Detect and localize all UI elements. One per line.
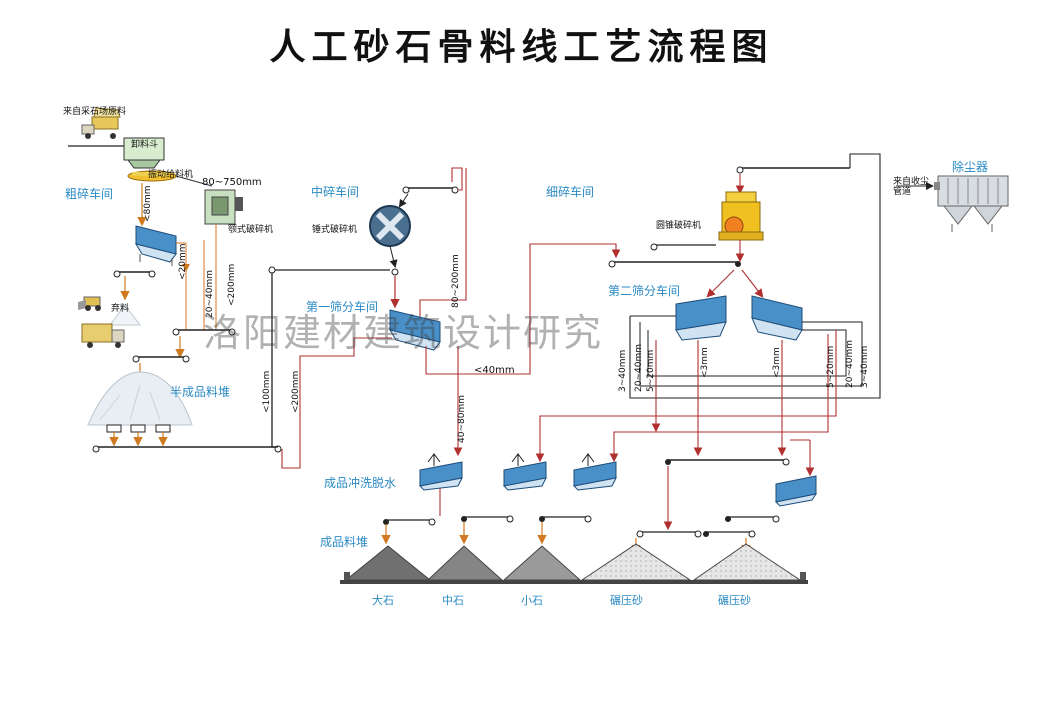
size-5-20b: 5~20mm xyxy=(826,345,836,388)
size-5-20: 5~20mm xyxy=(646,349,656,392)
size-40-80: 40~80mm xyxy=(457,395,467,443)
size-lt40: <40mm xyxy=(474,365,515,376)
raw-material-truck xyxy=(81,107,121,139)
washing-screen-1 xyxy=(418,453,463,491)
hopper-label: 卸料斗 xyxy=(131,140,159,150)
size-3-40: 3~40mm xyxy=(618,349,628,392)
feeder-label: 振动给料机 xyxy=(148,170,194,180)
product-medium-stone: 中石 xyxy=(442,594,464,607)
hopper xyxy=(123,137,165,169)
section-screen2: 第二筛分车间 xyxy=(608,284,681,298)
hammer-crusher xyxy=(369,205,411,247)
size-lt100: <100mm xyxy=(262,370,272,413)
washing-screen-2 xyxy=(502,453,547,491)
cone-crusher xyxy=(718,191,764,241)
hammer-crusher-label: 锤式破碎机 xyxy=(312,225,358,235)
size-lt200a: <200mm xyxy=(227,263,237,306)
section-semi-pile: 半成品料堆 xyxy=(170,385,231,399)
section-fine: 细碎车间 xyxy=(546,185,595,199)
size-lt3b: <3mm xyxy=(772,347,782,378)
product-piles xyxy=(340,543,808,584)
size-lt80: <80mm xyxy=(143,185,153,222)
waste-label: 弃料 xyxy=(111,304,130,314)
dump-truck xyxy=(81,323,125,348)
coarse-screen xyxy=(134,225,177,266)
second-screen-left xyxy=(675,295,727,341)
second-screen-right xyxy=(751,295,803,341)
section-product-pile: 成品料堆 xyxy=(320,535,369,549)
size-20-40c: 20~40mm xyxy=(845,340,855,388)
cone-crusher-label: 圆锥破碎机 xyxy=(656,221,702,231)
dust-pipe-label: 来自收尘管道 xyxy=(893,177,930,197)
section-coarse: 粗碎车间 xyxy=(65,187,114,201)
section-medium: 中碎车间 xyxy=(311,185,360,199)
section-screen1: 第一筛分车间 xyxy=(306,300,379,314)
section-dust: 除尘器 xyxy=(952,160,989,174)
product-rolled-sand-1: 碾压砂 xyxy=(610,594,643,607)
semi-product-pile xyxy=(87,371,193,426)
size-20-40b: 20~40mm xyxy=(634,344,644,392)
product-rolled-sand-2: 碾压砂 xyxy=(718,594,751,607)
size-lt3a: <3mm xyxy=(700,347,710,378)
dust-collector xyxy=(934,175,1009,232)
section-washing: 成品冲洗脱水 xyxy=(324,476,397,490)
size-3-40b: 3~40mm xyxy=(860,345,870,388)
jaw-crusher-label: 颚式破碎机 xyxy=(228,225,274,235)
jaw-crusher xyxy=(204,189,243,225)
size-80-200: 80~200mm xyxy=(451,254,461,308)
product-conveyors xyxy=(383,515,780,538)
pile-feeders xyxy=(106,424,171,433)
size-lt20: <20mm xyxy=(178,243,188,280)
size-lt200b: <200mm xyxy=(291,370,301,413)
page-title: 人工砂石骨料线工艺流程图 xyxy=(269,26,774,68)
loader xyxy=(78,296,101,311)
raw-source-label: 来自采石场原料 xyxy=(63,107,127,117)
size-feed: 80~750mm xyxy=(202,177,262,188)
washing-screen-3 xyxy=(572,453,617,491)
first-screen xyxy=(388,309,441,351)
product-large-stone: 大石 xyxy=(372,594,394,607)
washing-screen-4 xyxy=(774,475,818,507)
product-small-stone: 小石 xyxy=(521,594,543,607)
watermark: 洛阳建材建筑设计研究 xyxy=(203,311,604,355)
